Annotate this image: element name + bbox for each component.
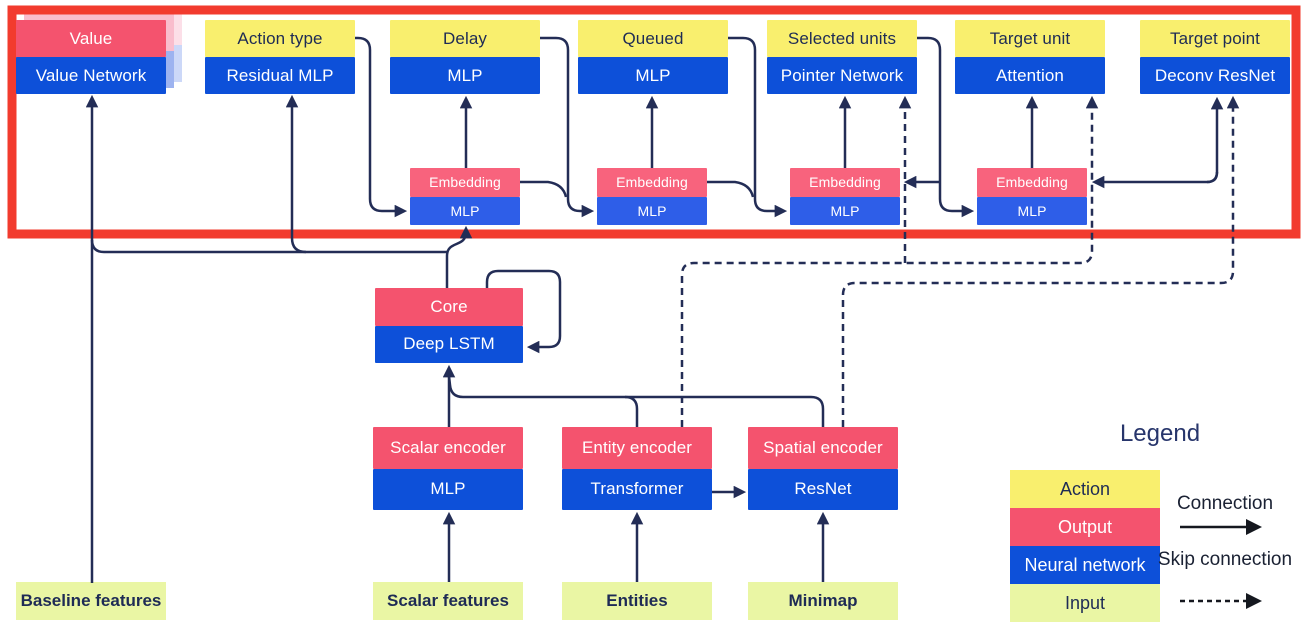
embedding-1: Embedding MLP	[410, 168, 520, 225]
head-target-unit: Target unit Attention	[955, 20, 1105, 94]
spatial-encoder-node: Spatial encoder ResNet	[748, 427, 898, 510]
head-selected-units: Selected units Pointer Network	[767, 20, 917, 94]
core-node: Core Deep LSTM	[375, 288, 523, 363]
legend-neural-network-swatch: Neural network	[1010, 546, 1160, 584]
connection-embedding-2-out-merge	[707, 180, 755, 198]
embedding-2-label: Embedding	[597, 168, 707, 197]
target-unit-label: Target unit	[955, 20, 1105, 57]
embedding-4-mlp-label: MLP	[977, 196, 1087, 225]
input-minimap: Minimap	[748, 582, 898, 620]
scalar-encoder-node: Scalar encoder MLP	[373, 427, 523, 510]
attention-label: Attention	[955, 57, 1105, 94]
legend-output-swatch: Output	[1010, 508, 1160, 546]
embedding-3-mlp-label: MLP	[790, 196, 900, 225]
scalar-encoder-label: Scalar encoder	[373, 427, 523, 469]
input-entities: Entities	[562, 582, 712, 620]
input-scalar-features: Scalar features	[373, 582, 523, 620]
deep-lstm-label: Deep LSTM	[375, 325, 523, 363]
connection-spatial-encoder-to-core	[447, 375, 825, 427]
legend-title: Legend	[1119, 420, 1201, 447]
delay-mlp-label: MLP	[390, 57, 540, 94]
pointer-network-label: Pointer Network	[767, 57, 917, 94]
legend-input-swatch: Input	[1010, 584, 1160, 622]
skip-entity-to-attention	[680, 95, 1099, 427]
legend-skip-connection-label: Skip connection	[1157, 549, 1293, 570]
embedding-3: Embedding MLP	[790, 168, 900, 225]
head-value: Value Value Network	[16, 20, 166, 94]
connection-core-to-embedding-1	[445, 225, 473, 288]
entity-encoder-label: Entity encoder	[562, 427, 712, 469]
head-queued: Queued MLP	[578, 20, 728, 94]
connection-corner-to-deconv-resnet	[1206, 96, 1224, 184]
spatial-encoder-label: Spatial encoder	[748, 427, 898, 469]
entity-encoder-node: Entity encoder Transformer	[562, 427, 712, 510]
selected-units-label: Selected units	[767, 20, 917, 57]
head-delay: Delay MLP	[390, 20, 540, 94]
deconv-resnet-label: Deconv ResNet	[1140, 57, 1290, 94]
skip-spatial-to-deconv-resnet	[841, 95, 1240, 427]
embedding-1-label: Embedding	[410, 168, 520, 197]
input-baseline-features: Baseline features	[16, 582, 166, 620]
head-action-type: Action type Residual MLP	[205, 20, 355, 94]
head-target-point: Target point Deconv ResNet	[1140, 20, 1290, 94]
embedding-4-label: Embedding	[977, 168, 1087, 197]
scalar-mlp-label: MLP	[373, 468, 523, 510]
connection-core-to-residual-mlp	[285, 94, 307, 254]
embedding-1-mlp-label: MLP	[410, 196, 520, 225]
value-network-label: Value Network	[16, 57, 166, 94]
action-type-label: Action type	[205, 20, 355, 57]
embedding-4: Embedding MLP	[977, 168, 1087, 225]
core-label: Core	[375, 288, 523, 326]
legend-action-swatch: Action	[1010, 470, 1160, 508]
legend-connection-label: Connection	[1176, 493, 1274, 514]
delay-label: Delay	[390, 20, 540, 57]
target-point-label: Target point	[1140, 20, 1290, 57]
value-output-label: Value	[16, 20, 166, 57]
connection-entity-encoder-to-core	[624, 395, 639, 427]
transformer-label: Transformer	[562, 468, 712, 510]
resnet-label: ResNet	[748, 468, 898, 510]
queued-label: Queued	[578, 20, 728, 57]
embedding-2-mlp-label: MLP	[597, 196, 707, 225]
connection-corner-to-embedding-4	[1091, 171, 1219, 189]
connection-embedding-1-out-merge	[520, 180, 568, 198]
connection-core-to-value-merge	[90, 239, 447, 254]
residual-mlp-label: Residual MLP	[205, 57, 355, 94]
embedding-2: Embedding MLP	[597, 168, 707, 225]
queued-mlp-label: MLP	[578, 57, 728, 94]
embedding-3-label: Embedding	[790, 168, 900, 197]
